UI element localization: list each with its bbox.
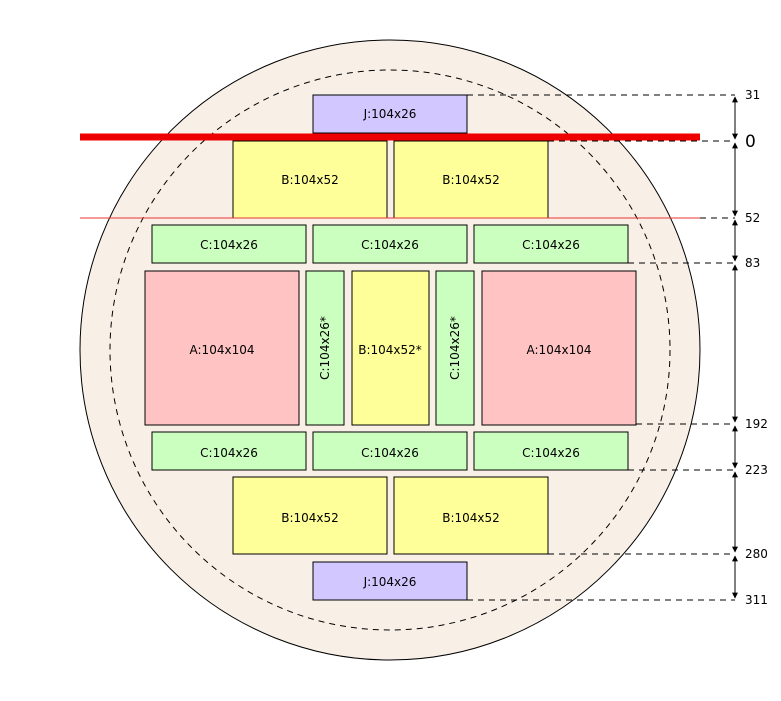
dim-label-311: 311 bbox=[745, 593, 768, 607]
extension-lines bbox=[467, 94, 735, 601]
block-c-top-2: C:104x26 bbox=[312, 224, 468, 264]
dim-label-223: 223 bbox=[745, 463, 768, 477]
usable-area-dashed-circle bbox=[109, 69, 671, 631]
blocks-layer: J:104x26 B:104x52 B:104x52 C:104x26 C:10… bbox=[144, 94, 637, 601]
dim-label-192: 192 bbox=[745, 417, 768, 431]
block-c-bot-3: C:104x26 bbox=[473, 431, 629, 471]
block-label: J:104x26 bbox=[363, 575, 417, 589]
block-label: A:104x104 bbox=[190, 343, 255, 357]
block-label: C:104x26* bbox=[318, 316, 332, 380]
block-label: B:104x52 bbox=[442, 173, 500, 187]
dim-label-52: 52 bbox=[745, 211, 760, 225]
block-b-bot-left: B:104x52 bbox=[232, 476, 388, 555]
dim-label-31: 31 bbox=[745, 88, 760, 102]
block-label: C:104x26 bbox=[200, 446, 258, 460]
block-label: C:104x26 bbox=[361, 238, 419, 252]
block-label: B:104x52* bbox=[358, 343, 422, 357]
block-a-left: A:104x104 bbox=[144, 270, 300, 426]
block-c-bot-1: C:104x26 bbox=[151, 431, 307, 471]
block-j-bot: J:104x26 bbox=[312, 561, 468, 601]
dim-label-83: 83 bbox=[745, 256, 760, 270]
block-b-top-left: B:104x52 bbox=[232, 140, 388, 219]
block-c-vert-right: C:104x26* bbox=[435, 270, 475, 426]
dimension-labels: 31 0 52 83 192 223 280 311 bbox=[745, 88, 768, 607]
block-c-top-3: C:104x26 bbox=[473, 224, 629, 264]
block-label: C:104x26 bbox=[361, 446, 419, 460]
block-label: A:104x104 bbox=[527, 343, 592, 357]
block-b-top-right: B:104x52 bbox=[393, 140, 549, 219]
block-label: C:104x26 bbox=[200, 238, 258, 252]
block-j-top: J:104x26 bbox=[312, 94, 468, 134]
block-label: B:104x52 bbox=[442, 511, 500, 525]
block-label: C:104x26* bbox=[448, 316, 462, 380]
dim-label-280: 280 bbox=[745, 547, 768, 561]
block-label: C:104x26 bbox=[522, 446, 580, 460]
block-label: C:104x26 bbox=[522, 238, 580, 252]
block-a-right: A:104x104 bbox=[481, 270, 637, 426]
block-c-bot-2: C:104x26 bbox=[312, 431, 468, 471]
block-label: J:104x26 bbox=[363, 107, 417, 121]
block-label: B:104x52 bbox=[281, 173, 339, 187]
block-c-vert-left: C:104x26* bbox=[305, 270, 345, 426]
block-label: B:104x52 bbox=[281, 511, 339, 525]
block-c-top-1: C:104x26 bbox=[151, 224, 307, 264]
block-b-bot-right: B:104x52 bbox=[393, 476, 549, 555]
dim-label-0: 0 bbox=[745, 132, 756, 152]
block-b-center: B:104x52* bbox=[351, 270, 430, 426]
